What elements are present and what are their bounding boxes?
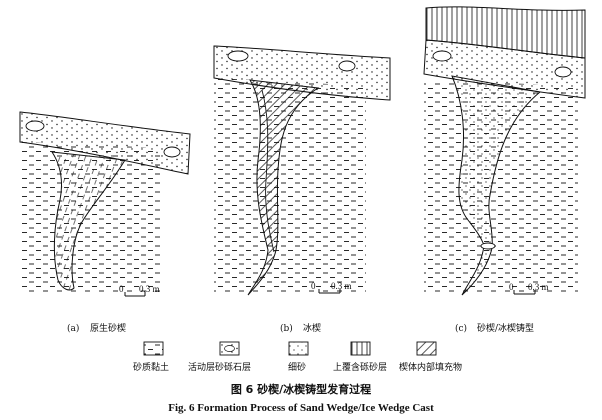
legend-item-wedge-infill: 楔体内部填充物	[399, 341, 462, 373]
legend-item-active-layer-gravel: 活动层砂砾石层	[188, 341, 251, 373]
panel-a-scale-zero: 0	[119, 284, 124, 294]
panel-b-diagram	[213, 45, 391, 296]
panel-c-caption-title: 砂楔/冰楔铸型	[477, 322, 534, 334]
panel-c-pebble	[554, 66, 572, 78]
panel-c-caption-letter: (c)	[455, 323, 467, 334]
legend-label: 砂质黏土	[133, 361, 169, 373]
panel-c-diagram	[423, 6, 586, 296]
panel-c-pebble	[432, 50, 452, 62]
panel-a-wedge	[50, 151, 126, 291]
legend-label: 上覆含砾砂层	[333, 361, 387, 373]
panel-a-scale-label: 0.3 m	[139, 284, 160, 294]
panel-b-scale-label: 0.3 m	[331, 281, 352, 291]
panel-b-scale-zero: 0	[311, 281, 316, 291]
legend-item-overlying-gravelly-sand: 上覆含砾砂层	[333, 341, 387, 373]
legend-label: 活动层砂砾石层	[188, 361, 251, 373]
panel-b-ice-wedge	[247, 79, 320, 296]
panel-a-pebble	[163, 146, 181, 158]
panel-b-caption-letter: (b)	[280, 323, 293, 334]
panel-a-caption-letter: (a)	[67, 323, 79, 334]
figure-caption-chinese: 图 6 砂楔/冰楔铸型发育过程	[230, 383, 372, 396]
panel-b-sandy-clay	[214, 78, 366, 292]
panel-b-scale-bar: 0 0.3 m	[311, 281, 352, 294]
panel-c-scale-label: 0.3 m	[528, 282, 549, 292]
legend: 砂质黏土 活动层砂砾石层 细砂 上覆含砾砂层 楔体内部填充物	[133, 341, 462, 373]
panel-b-caption-title: 冰楔	[303, 322, 321, 334]
panel-c-scale-bar: 0 0.3 m	[509, 282, 549, 295]
legend-item-fine-sand: 细砂	[288, 341, 309, 373]
panel-c-scale-zero: 0	[509, 282, 514, 292]
panel-c-wedge-cast	[451, 75, 542, 296]
panel-b-pebble	[338, 60, 356, 72]
legend-label: 楔体内部填充物	[399, 361, 462, 373]
panel-b-pebble	[227, 50, 249, 62]
panel-a-active-layer	[19, 111, 191, 175]
panel-a-scale-bar: 0 0.3 m	[119, 284, 160, 297]
panel-a-caption-title: 原生砂楔	[90, 322, 126, 334]
legend-label: 细砂	[288, 361, 306, 373]
legend-item-sandy-clay: 砂质黏土	[133, 341, 169, 373]
panel-a-diagram	[19, 111, 191, 292]
figure-caption-english: Fig. 6 Formation Process of Sand Wedge/I…	[168, 402, 434, 414]
panel-c-sandy-clay	[424, 80, 578, 292]
panel-a-pebble	[25, 120, 45, 132]
